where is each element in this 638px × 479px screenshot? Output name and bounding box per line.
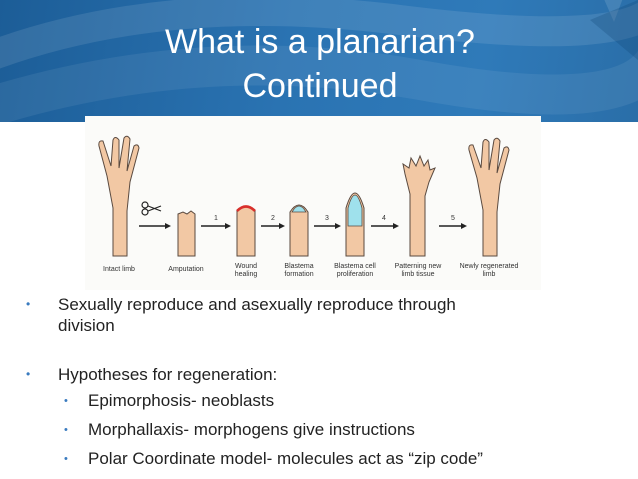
sub-bullet-marker: • bbox=[64, 395, 68, 407]
arrow-5: 5 bbox=[439, 215, 467, 229]
caption-regenerated-1: Newly regenerated bbox=[460, 263, 519, 270]
bullet-marker: • bbox=[26, 297, 31, 311]
regenerated-limb bbox=[468, 137, 510, 257]
caption-patterning-2: limb tissue bbox=[401, 271, 434, 278]
sub-bullet-text: Morphallaxis- morphogens give instructio… bbox=[88, 420, 415, 439]
step-number-3: 3 bbox=[325, 215, 329, 222]
arrow-1: 1 bbox=[201, 215, 231, 229]
caption-wound-healing-1: Wound bbox=[235, 263, 257, 270]
caption-patterning-1: Patterning new bbox=[395, 263, 443, 270]
sub-bullet-marker: • bbox=[64, 424, 68, 436]
bullet-line-1: Sexually reproduce and asexually reprodu… bbox=[58, 295, 456, 314]
caption-wound-healing-2: healing bbox=[235, 271, 258, 278]
title-line-1: What is a planarian? bbox=[165, 23, 475, 61]
step-number-5: 5 bbox=[451, 215, 455, 222]
wound-healing-limb bbox=[236, 205, 256, 257]
caption-intact-limb: Intact limb bbox=[103, 266, 135, 273]
caption-blastema-proliferation-2: proliferation bbox=[337, 271, 374, 278]
bullet-line-2: division bbox=[58, 316, 115, 335]
step-number-4: 4 bbox=[382, 215, 386, 222]
regeneration-diagram: 1 2 3 bbox=[98, 135, 519, 278]
caption-blastema-formation-2: formation bbox=[284, 271, 313, 278]
step-number-1: 1 bbox=[214, 215, 218, 222]
page-title: What is a planarian? Continued bbox=[130, 20, 510, 108]
regeneration-figure: 1 2 3 bbox=[85, 116, 541, 290]
amputated-limb bbox=[177, 210, 196, 257]
caption-blastema-formation-1: Blastema bbox=[284, 263, 313, 270]
arrow-2: 2 bbox=[261, 215, 285, 229]
caption-amputation: Amputation bbox=[168, 266, 204, 273]
arrow-4: 4 bbox=[371, 215, 399, 229]
bullet-text: Sexually reproduce and asexually reprodu… bbox=[58, 294, 548, 336]
sub-bullet-text: Polar Coordinate model- molecules act as… bbox=[88, 449, 483, 468]
title-line-2: Continued bbox=[242, 67, 398, 105]
sub-bullet-text: Epimorphosis- neoblasts bbox=[88, 391, 275, 410]
caption-regenerated-2: limb bbox=[483, 271, 496, 278]
blastema-proliferation-limb bbox=[345, 192, 365, 257]
caption-blastema-proliferation-1: Blastema cell bbox=[334, 263, 376, 270]
bullet-marker: • bbox=[26, 367, 31, 381]
blastema-formation-limb bbox=[289, 204, 309, 257]
arrow-3: 3 bbox=[314, 215, 341, 229]
arrow-0 bbox=[139, 223, 171, 229]
header-swoosh-graphic bbox=[0, 0, 638, 122]
intact-limb bbox=[98, 135, 140, 257]
step-number-2: 2 bbox=[271, 215, 275, 222]
scissors-icon bbox=[141, 201, 162, 216]
header-band: What is a planarian? Continued bbox=[0, 0, 638, 122]
sub-bullet-marker: • bbox=[64, 453, 68, 465]
bullet-text: Hypotheses for regeneration: bbox=[58, 365, 278, 384]
patterning-limb bbox=[402, 154, 436, 257]
